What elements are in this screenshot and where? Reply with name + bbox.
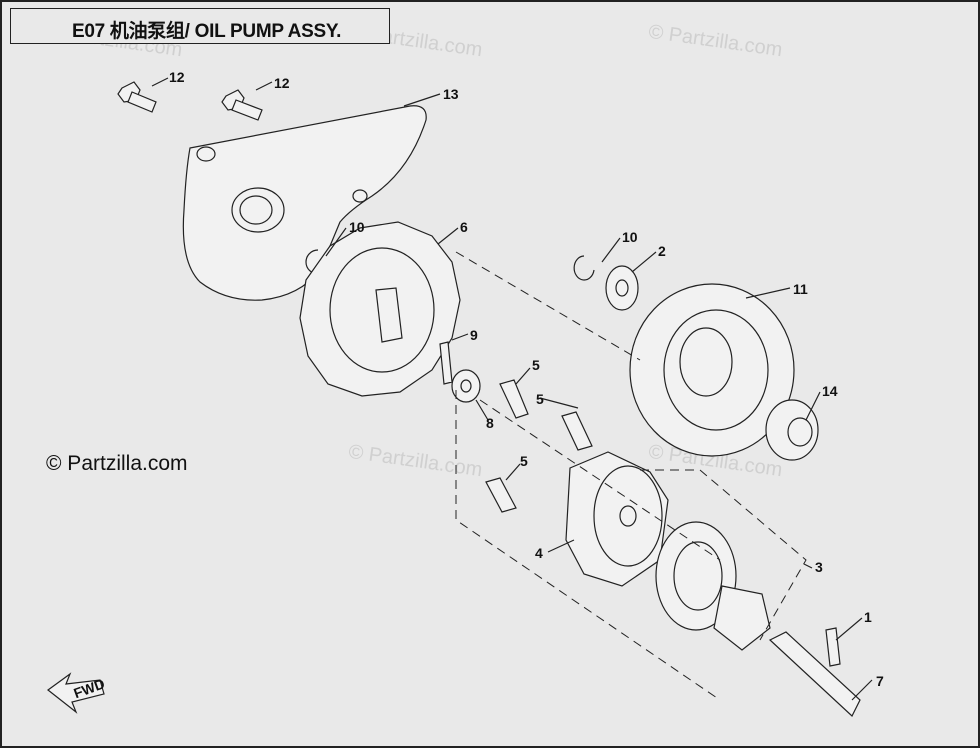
callout-label: 12	[169, 69, 185, 85]
pin-9	[439, 341, 453, 385]
title-box	[10, 8, 390, 44]
callout-label: 5	[536, 391, 544, 407]
inner-rotor-3	[713, 585, 771, 651]
pin-1	[825, 627, 841, 667]
gear-11	[629, 283, 795, 457]
fwd-arrow-icon: FWD	[47, 672, 107, 714]
callout-label: 13	[443, 86, 459, 102]
gear-6	[299, 221, 461, 397]
callout-label: 3	[815, 559, 823, 575]
shaft-7	[768, 631, 861, 717]
pump-cover-13	[182, 105, 427, 301]
callout-label: 4	[535, 545, 543, 561]
callout-label: 10	[622, 229, 638, 245]
callout-label: 12	[274, 75, 290, 91]
bolt-5-a	[499, 379, 529, 419]
callout-label: 1	[864, 609, 872, 625]
bolt-5-b	[561, 411, 593, 451]
callout-label: 5	[532, 357, 540, 373]
pump-body-4	[565, 451, 669, 587]
callout-label: 11	[793, 281, 808, 297]
callout-label: 6	[460, 219, 468, 235]
page-title: E07 机油泵组/ OIL PUMP ASSY.	[72, 21, 342, 42]
bolt-12-left	[117, 81, 157, 113]
cover-hole	[196, 146, 216, 162]
copyright-text: © Partzilla.com	[46, 452, 188, 475]
callout-label: 14	[822, 383, 838, 399]
callout-label: 2	[658, 243, 666, 259]
bolt-12-right	[221, 89, 263, 121]
callout-label: 10	[349, 219, 365, 235]
callout-label: 9	[470, 327, 478, 343]
callout-label: 7	[876, 673, 884, 689]
circlip-10-right	[573, 255, 595, 281]
bolt-5-c	[485, 477, 517, 513]
callout-label: 5	[520, 453, 528, 469]
callout-label: 8	[486, 415, 494, 431]
